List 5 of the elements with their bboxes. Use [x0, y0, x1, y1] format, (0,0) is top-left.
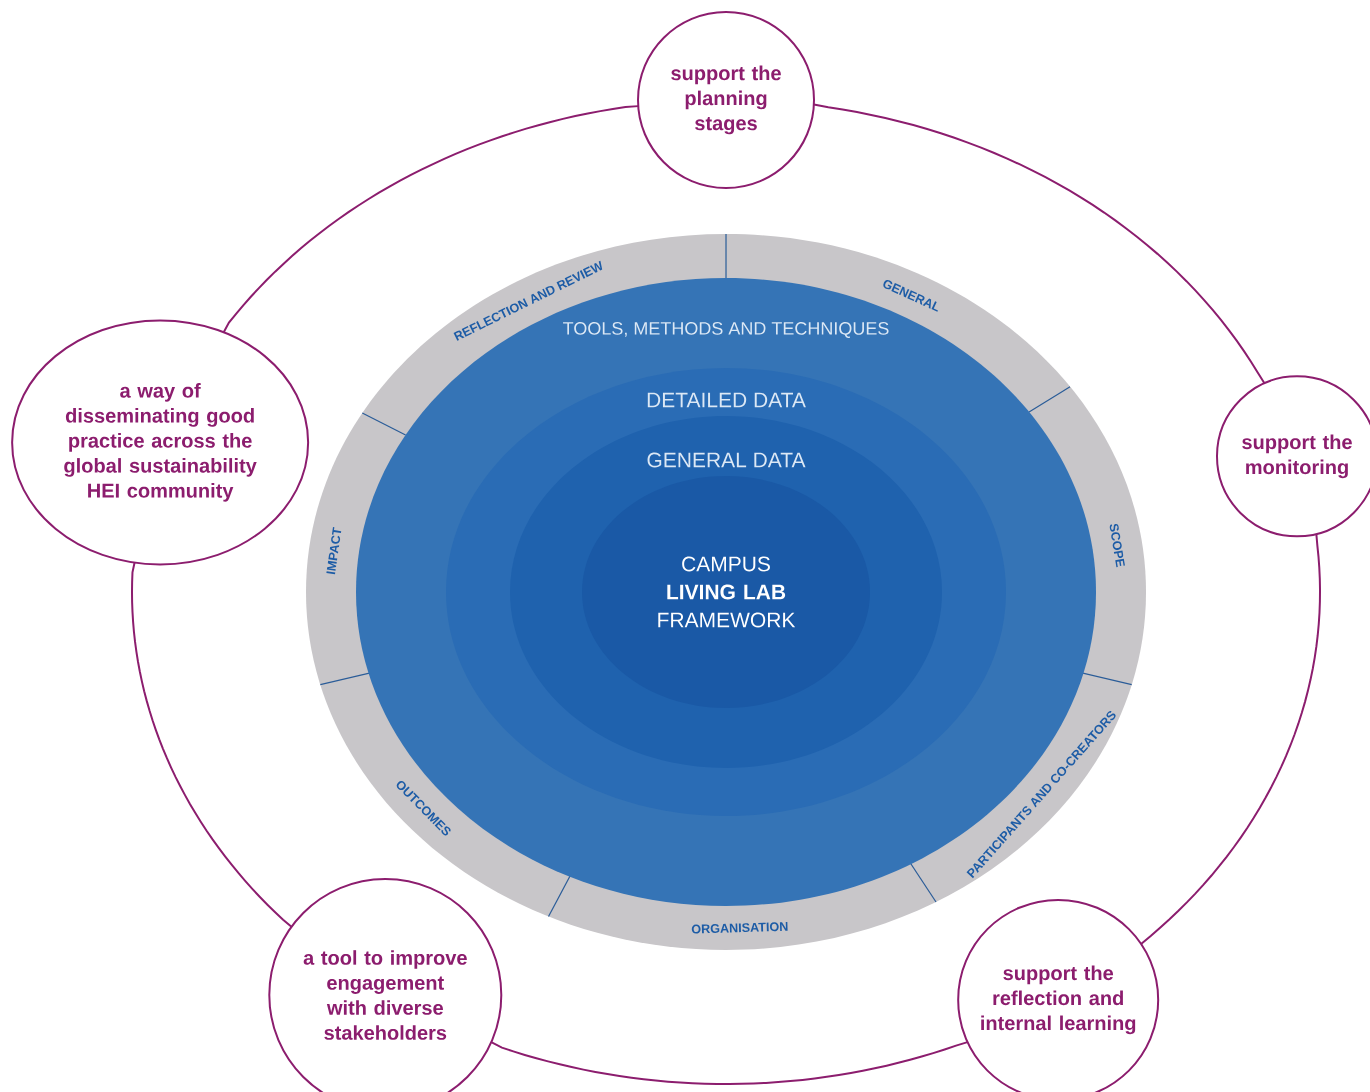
- ring-arc: [222, 105, 640, 334]
- ring-arc: [1140, 533, 1321, 945]
- ring-arc: [812, 103, 1266, 385]
- ring-arc: [131, 561, 293, 928]
- ring-arc: [490, 1041, 969, 1085]
